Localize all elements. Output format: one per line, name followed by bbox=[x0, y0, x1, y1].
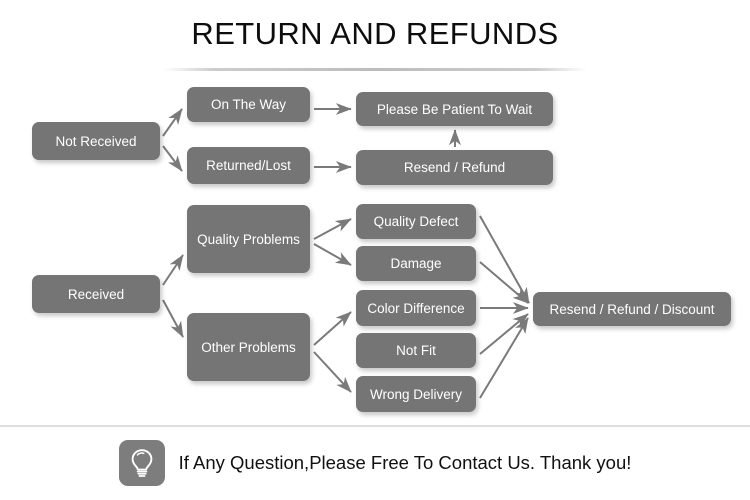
node-please-be-patient-to-wait[interactable]: Please Be Patient To Wait bbox=[356, 92, 553, 126]
node-resend-refund[interactable]: Resend / Refund bbox=[356, 150, 553, 185]
title-divider bbox=[163, 68, 587, 71]
footer-contact-text: If Any Question,Please Free To Contact U… bbox=[178, 452, 632, 473]
edge-received-quality-problems bbox=[162, 254, 184, 286]
node-color-difference[interactable]: Color Difference bbox=[356, 290, 476, 326]
lightbulb-icon bbox=[118, 440, 165, 486]
edge-damage-final bbox=[479, 261, 529, 304]
node-quality-problems[interactable]: Quality Problems bbox=[187, 205, 310, 273]
footer-divider bbox=[0, 425, 750, 427]
edge-quality-defect-final bbox=[479, 215, 530, 304]
edge-wrong-delivery-final bbox=[479, 317, 529, 399]
edge-other-problems-color-difference bbox=[313, 311, 352, 346]
edge-other-problems-wrong-delivery bbox=[313, 351, 352, 393]
node-on-the-way[interactable]: On The Way bbox=[187, 87, 310, 122]
edge-not-received-returned-lost bbox=[162, 145, 183, 172]
node-resend-refund-discount[interactable]: Resend / Refund / Discount bbox=[533, 292, 731, 326]
node-not-received[interactable]: Not Received bbox=[32, 122, 160, 160]
edge-not-received-on-the-way bbox=[162, 108, 183, 137]
edge-quality-problems-quality-defect bbox=[313, 218, 352, 240]
footer-contact-bar: If Any Question,Please Free To Contact U… bbox=[0, 433, 750, 493]
node-received[interactable]: Received bbox=[32, 275, 160, 313]
page-title: RETURN AND REFUNDS bbox=[191, 16, 559, 51]
edge-quality-problems-damage bbox=[313, 243, 352, 266]
node-other-problems[interactable]: Other Problems bbox=[187, 313, 310, 381]
edge-not-fit-final bbox=[479, 313, 529, 355]
node-returned-lost[interactable]: Returned/Lost bbox=[187, 147, 310, 184]
node-damage[interactable]: Damage bbox=[356, 246, 476, 281]
node-quality-defect[interactable]: Quality Defect bbox=[356, 204, 476, 239]
node-wrong-delivery[interactable]: Wrong Delivery bbox=[356, 376, 476, 412]
node-not-fit[interactable]: Not Fit bbox=[356, 333, 476, 368]
edge-received-other-problems bbox=[162, 299, 184, 338]
